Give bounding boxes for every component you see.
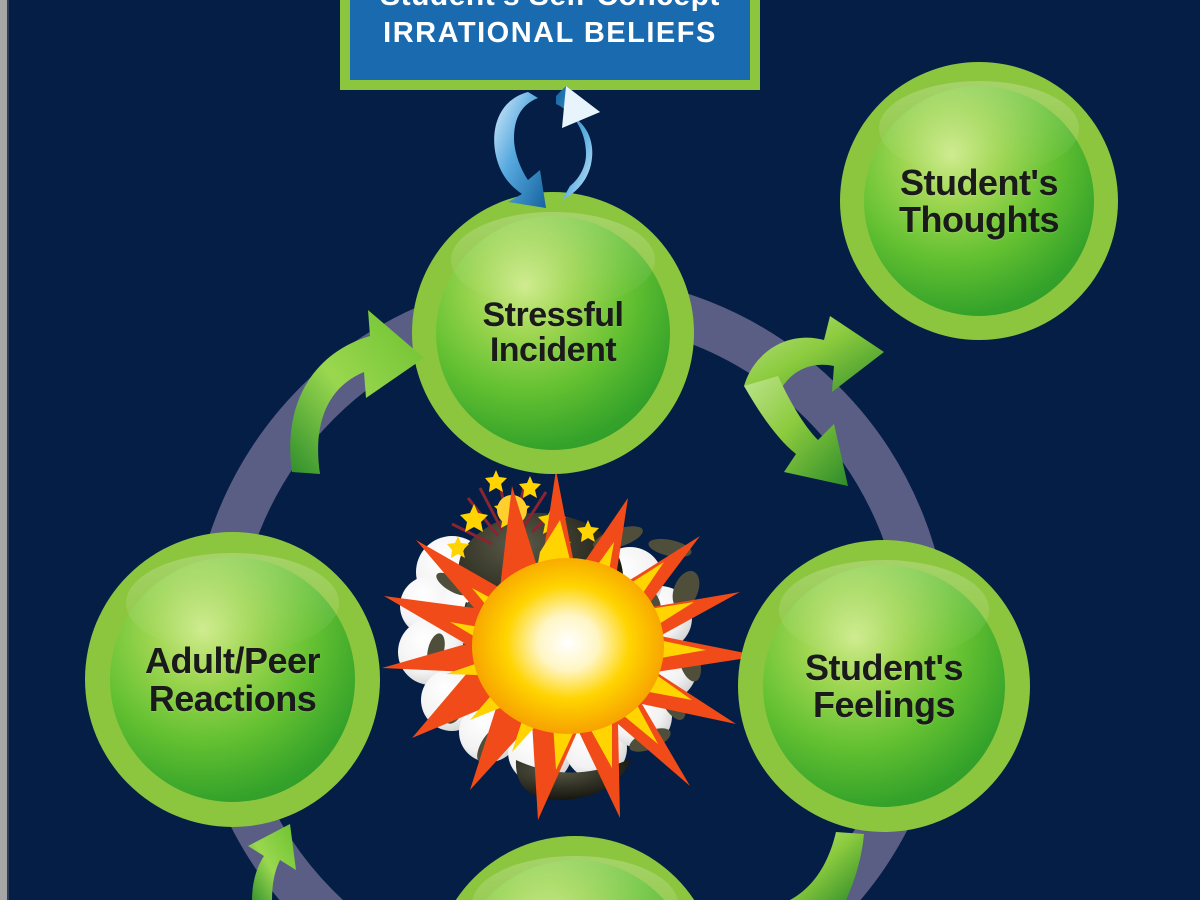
- left-gutter-strip: [0, 0, 7, 900]
- curved-arrow-icon-behaviors-to-reactions: [248, 824, 296, 900]
- cycle-node-label: Adult/Peer Reactions: [144, 640, 321, 719]
- irrational-beliefs-banner-inner: Student's Self-Concept IRRATIONAL BELIEF…: [350, 0, 750, 80]
- recycle-arrow-left-limb: [494, 92, 546, 208]
- cycle-node-label: Student's Feelings: [804, 646, 964, 725]
- cycle-node-label: Student's Thoughts: [899, 161, 1059, 240]
- recycle-arrow-upper-head: [562, 86, 600, 128]
- green-sphere-icon: [435, 215, 671, 451]
- curved-arrow-icon-reactions-to-stressful: [290, 310, 424, 474]
- irrational-beliefs-banner: Student's Self-Concept IRRATIONAL BELIEF…: [340, 0, 760, 90]
- banner-line-irrational-beliefs: IRRATIONAL BELIEFS: [383, 16, 717, 49]
- curved-arrow-icon-feelings-to-behaviors: [790, 832, 864, 900]
- green-sphere-icon: [863, 85, 1095, 317]
- curved-arrow-icon-thoughts-to-feelings: [744, 376, 848, 486]
- left-gutter-edge: [7, 0, 9, 900]
- blast-core: [472, 558, 664, 734]
- green-sphere-icon: [762, 564, 1006, 808]
- green-sphere-icon: [110, 557, 355, 802]
- cycle-node-students-feelings[interactable]: Student's Feelings: [738, 540, 1030, 832]
- banner-line-self-concept: Student's Self-Concept: [380, 0, 720, 12]
- cycle-node-label: Stressful Incident: [482, 295, 625, 369]
